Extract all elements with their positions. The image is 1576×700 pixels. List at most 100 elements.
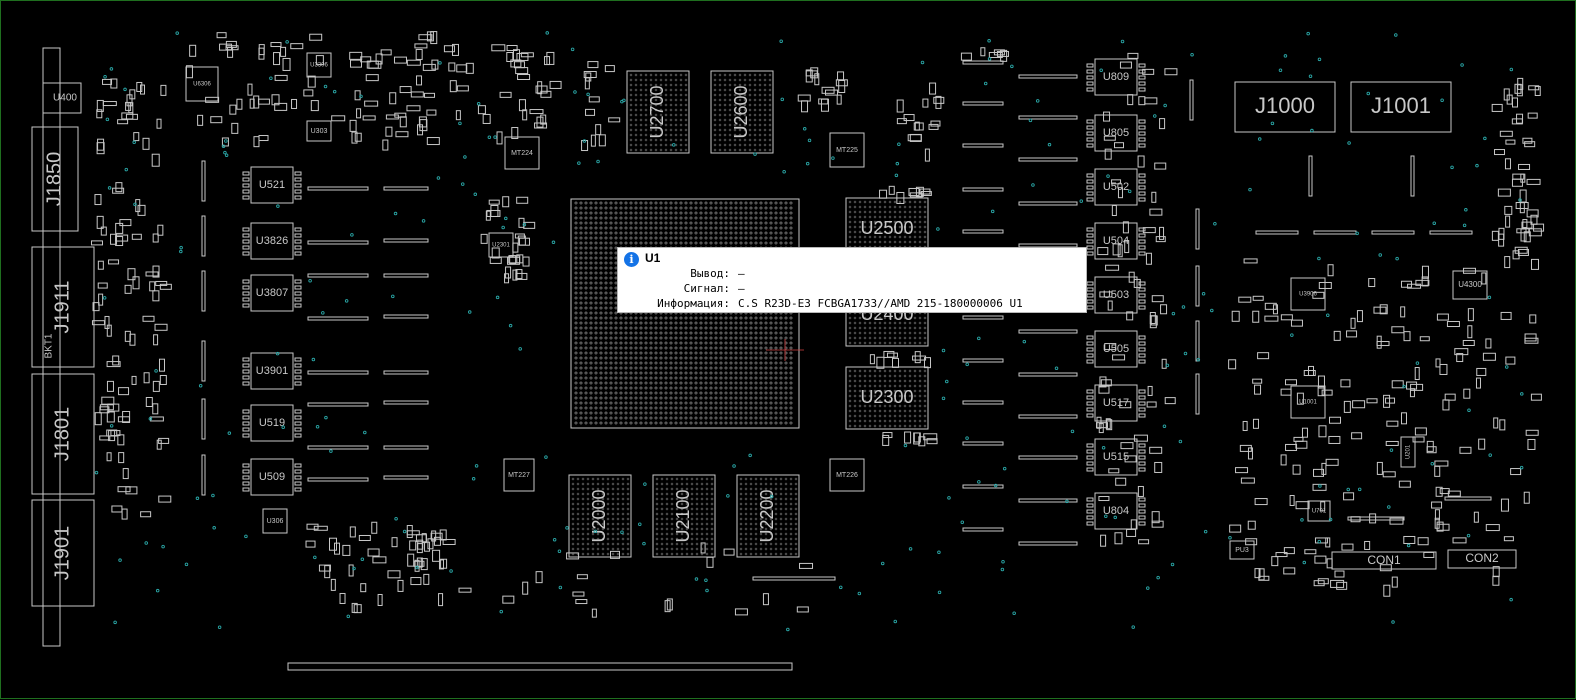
bga-ball	[913, 316, 917, 320]
bga-ball	[883, 424, 887, 428]
inductor-bar	[752, 576, 836, 581]
bga-ball	[679, 326, 683, 330]
bga-ball	[774, 391, 778, 395]
bga-ball	[679, 138, 683, 142]
bga-ball	[709, 201, 713, 205]
bga-ball	[769, 361, 773, 365]
bga-ball	[759, 341, 763, 345]
passive-part	[329, 537, 338, 551]
bga-ball	[634, 216, 638, 220]
bga-ball	[888, 225, 892, 229]
bga-ball	[579, 256, 583, 260]
bga-ball	[589, 261, 593, 265]
bga-ball	[674, 93, 678, 97]
bga-ball	[579, 321, 583, 325]
bga-ball	[769, 411, 773, 415]
bga-ball	[606, 492, 610, 496]
passive-part	[913, 122, 924, 131]
bga-ball	[728, 88, 732, 92]
passive-part	[362, 115, 376, 121]
passive-part	[1482, 352, 1496, 361]
bga-ball	[779, 321, 783, 325]
bga-ball	[654, 143, 658, 147]
bga-ball	[586, 522, 590, 526]
bga-ball	[898, 341, 902, 345]
bga-ball	[626, 517, 630, 521]
passive-part	[892, 357, 900, 368]
bga-ball	[789, 386, 793, 390]
bga-ball	[923, 379, 927, 383]
passive-part	[1292, 464, 1301, 475]
passive-part	[506, 45, 518, 52]
inductor-bar	[383, 400, 429, 405]
pin-pad	[294, 227, 302, 232]
passive-part	[818, 98, 829, 105]
via	[1509, 67, 1514, 72]
bga-ball	[596, 547, 600, 551]
component-label: MT225	[836, 147, 858, 154]
passive-part	[1314, 555, 1327, 564]
bga-ball	[649, 108, 653, 112]
bga-ball	[574, 236, 578, 240]
bga-ball	[779, 346, 783, 350]
bga-ball	[700, 497, 704, 501]
via	[903, 443, 908, 448]
component-label: U2300	[860, 387, 913, 407]
bga-ball	[594, 406, 598, 410]
bga-ball	[584, 276, 588, 280]
bga-ball	[848, 321, 852, 325]
bga-ball	[654, 241, 658, 245]
passive-part	[426, 109, 437, 116]
via	[565, 526, 569, 530]
bga-ball	[749, 351, 753, 355]
bga-ball	[789, 492, 793, 496]
component-label: U6306	[193, 82, 211, 88]
passive-part	[94, 194, 102, 206]
via	[1310, 128, 1314, 133]
via	[704, 578, 708, 582]
bga-ball	[878, 341, 882, 345]
bga-ball	[733, 118, 737, 122]
passive-part	[922, 98, 929, 108]
bga-ball	[764, 517, 768, 521]
bga-ball	[699, 416, 703, 420]
bga-ball	[759, 231, 763, 235]
passive-part	[100, 226, 107, 236]
bga-ball	[614, 376, 618, 380]
bga-ball	[584, 411, 588, 415]
bga-ball	[918, 205, 922, 209]
bga-ball	[626, 492, 630, 496]
bga-ball	[734, 381, 738, 385]
bga-ball	[616, 517, 620, 521]
bga-ball	[789, 336, 793, 340]
bga-ball	[674, 326, 678, 330]
passive-part	[143, 372, 150, 384]
bga-ball	[784, 201, 788, 205]
bga-ball	[893, 341, 897, 345]
bga-ball	[614, 421, 618, 425]
bga-ball	[918, 235, 922, 239]
passive-part	[231, 122, 239, 134]
passive-part	[1403, 535, 1416, 544]
passive-part	[382, 139, 389, 151]
pin-pad	[242, 291, 250, 296]
pin-pad	[1086, 81, 1094, 86]
via	[753, 152, 757, 156]
bga-ball	[769, 487, 773, 491]
bga-ball	[659, 108, 663, 112]
bga-ball	[784, 386, 788, 390]
bga-ball	[789, 201, 793, 205]
bga-ball	[614, 326, 618, 330]
bga-ball	[719, 236, 723, 240]
bga-ball	[714, 241, 718, 245]
bga-ball	[629, 221, 633, 225]
bga-ball	[629, 376, 633, 380]
bga-ball	[685, 517, 689, 521]
via	[1518, 198, 1522, 202]
bga-ball	[714, 221, 718, 225]
passive-part	[1529, 314, 1537, 324]
bga-ball	[690, 512, 694, 516]
bga-ball	[759, 482, 763, 486]
